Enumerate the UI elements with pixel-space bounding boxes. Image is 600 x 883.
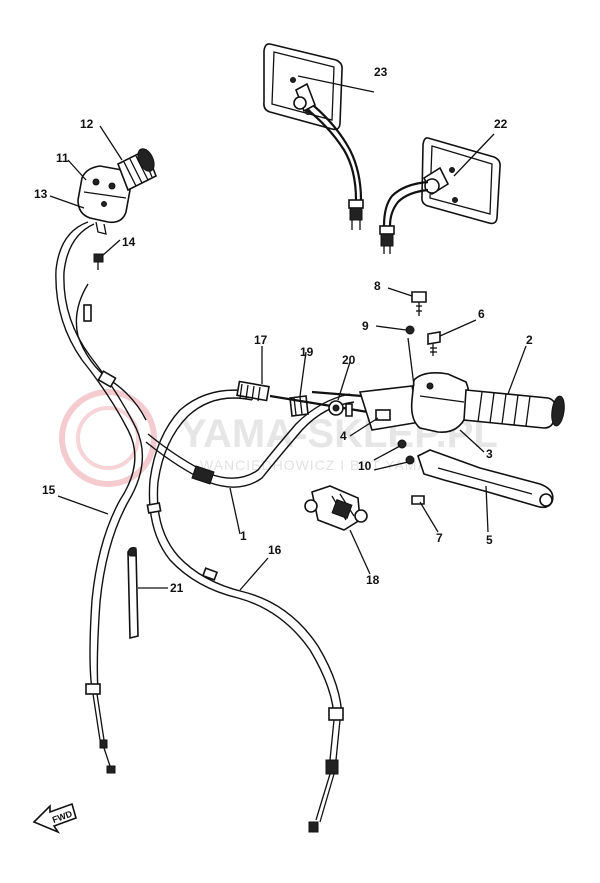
- callout-16: 16: [268, 543, 282, 557]
- callout-13: 13: [34, 187, 48, 201]
- callout-9: 9: [362, 319, 369, 333]
- callout-2: 2: [526, 333, 533, 347]
- callout-17: 17: [254, 333, 268, 347]
- callout-19: 19: [300, 345, 314, 359]
- callout-4: 4: [340, 429, 347, 443]
- cable-adjusters: [236, 380, 381, 417]
- cable-16: [146, 389, 344, 833]
- throttle-assembly: [311, 372, 565, 433]
- callout-7: 7: [436, 531, 443, 545]
- lever-5: [411, 449, 554, 509]
- watermark: YAMA-SKLEP.PL WANCIEDHOWICZ I BRT YAMAHA: [59, 389, 498, 487]
- clamp-21: [127, 547, 139, 640]
- callout-12: 12: [80, 117, 94, 131]
- cable-15: [55, 221, 147, 774]
- callout-labels: 1 2 3 4 5 6 7 8 9 10 11 12 13 14 15 16 1…: [34, 65, 533, 595]
- mirror-right: [379, 137, 501, 254]
- cable-1: [145, 393, 355, 488]
- switch-18: [304, 485, 368, 531]
- callout-11: 11: [56, 151, 69, 165]
- callout-5: 5: [486, 533, 493, 547]
- fwd-arrow-icon: FWD: [32, 802, 77, 834]
- callout-20: 20: [342, 353, 356, 367]
- callout-15: 15: [42, 483, 56, 497]
- callout-10: 10: [358, 459, 372, 473]
- callout-21: 21: [170, 581, 184, 595]
- mirror-left: [263, 43, 364, 230]
- callout-18: 18: [366, 573, 380, 587]
- callout-1: 1: [240, 529, 247, 543]
- callout-8: 8: [374, 279, 381, 293]
- left-handlebar-switch: [77, 148, 158, 270]
- callout-22: 22: [494, 117, 508, 131]
- callout-3: 3: [486, 447, 493, 461]
- leader-lines: [49, 75, 527, 591]
- callout-23: 23: [374, 65, 388, 79]
- watermark-subtitle: WANCIEDHOWICZ I BRT YAMAHA: [200, 457, 449, 473]
- callout-6: 6: [478, 307, 485, 321]
- callout-14: 14: [122, 235, 136, 249]
